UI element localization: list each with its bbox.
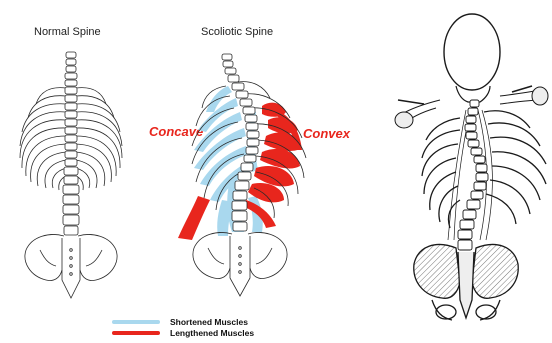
legend-swatch-shortened (112, 320, 160, 324)
body-spine (458, 100, 488, 250)
body-pelvis (414, 245, 518, 320)
body-ribs-left (422, 118, 460, 228)
legend-label-shortened: Shortened Muscles (170, 317, 248, 327)
normal-ribs-right (76, 88, 122, 190)
legend-row-shortened: Shortened Muscles (112, 316, 254, 327)
legend-swatch-lengthened (112, 331, 160, 335)
normal-vertebrae (63, 52, 79, 235)
legend-row-lengthened: Lengthened Muscles (112, 327, 254, 338)
normal-pelvis (25, 235, 117, 298)
body-ribs-right (484, 111, 546, 224)
scoliosis-body-figure (395, 14, 548, 320)
scoliotic-spine-figure (178, 54, 306, 296)
normal-spine-figure (20, 52, 122, 298)
normal-ribs-left (20, 88, 66, 190)
scoliotic-pelvis (193, 233, 287, 296)
head-outline (444, 14, 500, 90)
legend-label-lengthened: Lengthened Muscles (170, 328, 254, 338)
legend: Shortened Muscles Lengthened Muscles (112, 316, 254, 338)
